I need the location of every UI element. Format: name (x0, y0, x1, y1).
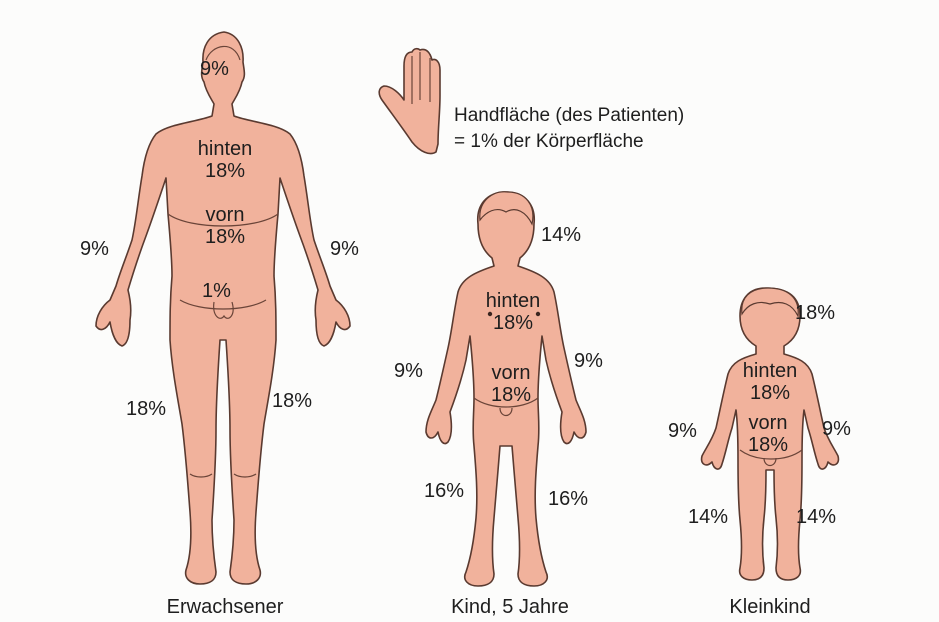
infant-caption: Kleinkind (710, 596, 830, 618)
infant-front-label: vorn (733, 412, 803, 434)
infant-back-label: hinten (735, 360, 805, 382)
adult-left-arm-percent: 9% (80, 238, 109, 260)
infant-head-percent: 18% (795, 302, 835, 324)
child-caption: Kind, 5 Jahre (430, 596, 590, 618)
adult-front-label: vorn (190, 204, 260, 226)
adult-front-percent: 18% (190, 226, 260, 248)
adult-figure (96, 32, 350, 584)
child-head-percent: 14% (541, 224, 581, 246)
child-right-arm-percent: 9% (574, 350, 603, 372)
child-back-label: hinten (478, 290, 548, 312)
adult-caption: Erwachsener (150, 596, 300, 618)
infant-left-leg-percent: 14% (688, 506, 728, 528)
infant-right-leg-percent: 14% (796, 506, 836, 528)
legend-line-2: = 1% der Körperfläche (454, 130, 644, 154)
child-left-arm-percent: 9% (394, 360, 423, 382)
adult-back-label: hinten (190, 138, 260, 160)
adult-back-percent: 18% (190, 160, 260, 182)
child-front-percent: 18% (476, 384, 546, 406)
child-left-leg-percent: 16% (424, 480, 464, 502)
infant-front-percent: 18% (733, 434, 803, 456)
adult-head-percent: 9% (200, 58, 229, 80)
adult-left-leg-percent: 18% (126, 398, 166, 420)
child-front-label: vorn (476, 362, 546, 384)
child-right-leg-percent: 16% (548, 488, 588, 510)
infant-right-arm-percent: 9% (822, 418, 851, 440)
legend-line-1: Handfläche (des Patienten) (454, 104, 684, 128)
adult-genital-percent: 1% (202, 280, 231, 302)
adult-right-leg-percent: 18% (272, 390, 312, 412)
child-back-percent: 18% (478, 312, 548, 334)
infant-left-arm-percent: 9% (668, 420, 697, 442)
infant-back-percent: 18% (735, 382, 805, 404)
adult-right-arm-percent: 9% (330, 238, 359, 260)
hand-palm-icon (379, 49, 440, 154)
